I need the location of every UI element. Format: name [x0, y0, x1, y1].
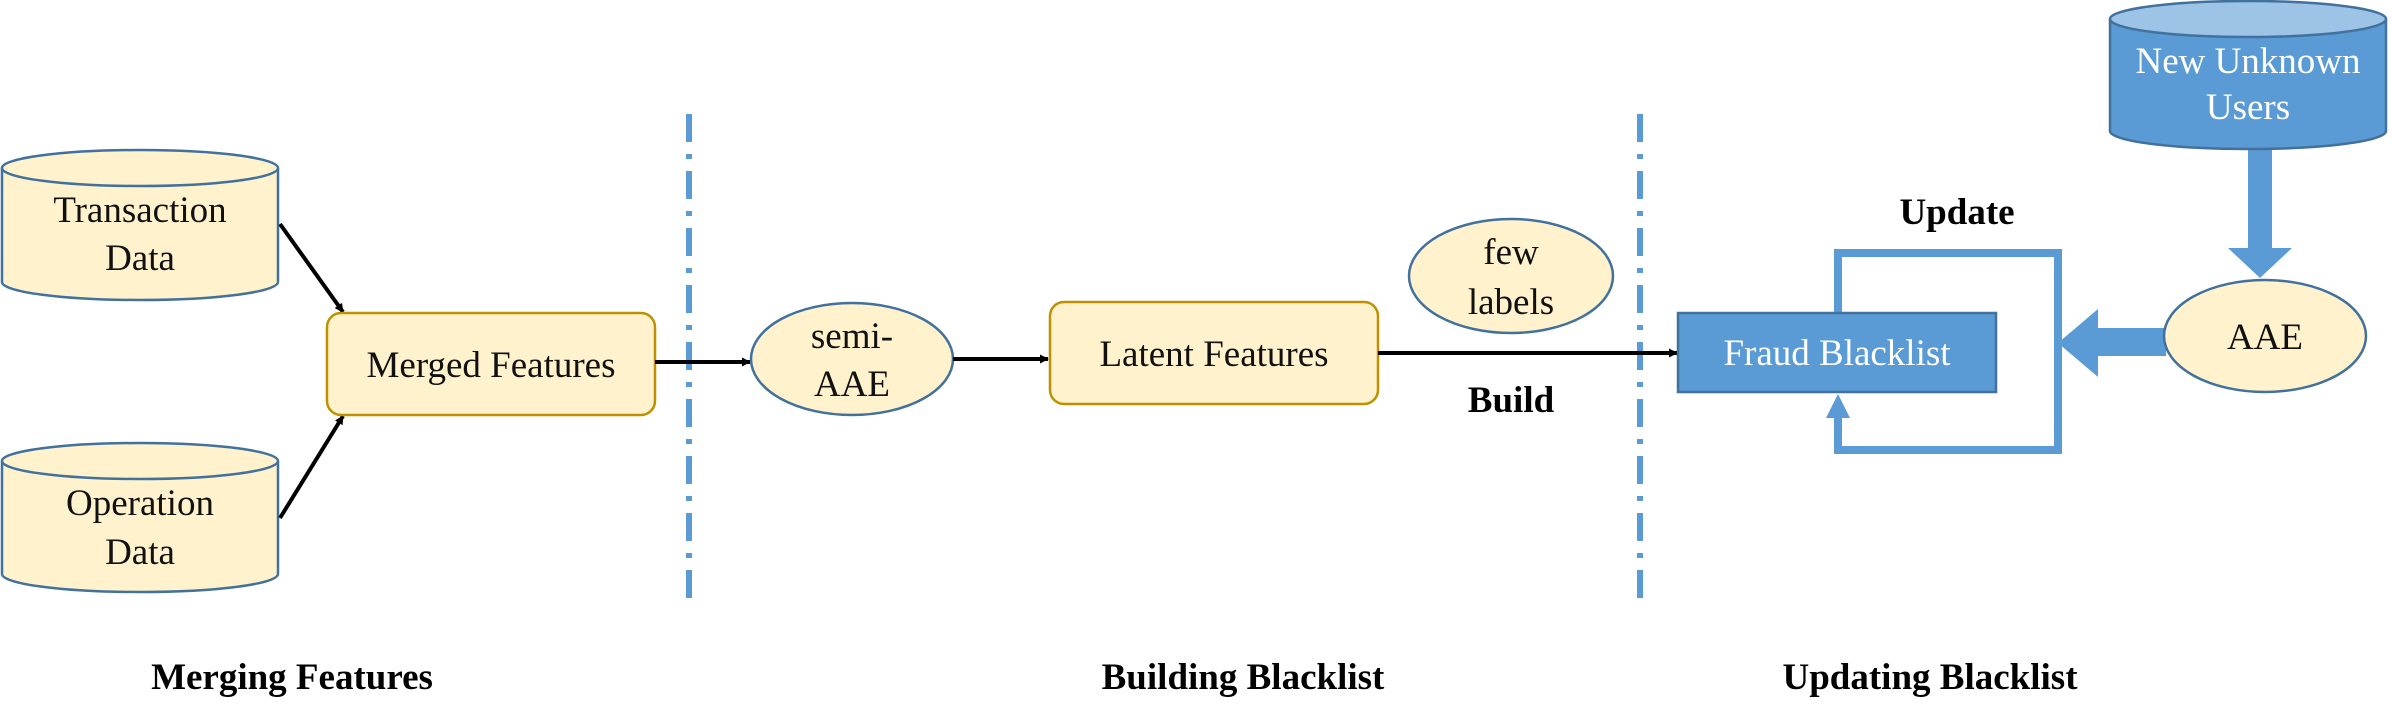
latent-features-label: Latent Features — [1099, 334, 1328, 375]
new-users-line2: Users — [2206, 87, 2290, 128]
transaction-data-db: Transaction Data — [0, 148, 280, 302]
arrow-transaction-to-merged — [278, 222, 345, 314]
fraud-blacklist-label: Fraud Blacklist — [1723, 333, 1951, 374]
operation-data-line1: Operation — [66, 483, 214, 524]
arrow-operation-to-merged — [278, 414, 345, 520]
merged-features-box: Merged Features — [325, 311, 657, 417]
semi-aae-line2: AAE — [814, 364, 890, 405]
new-unknown-users-db: New Unknown Users — [2108, 0, 2388, 151]
build-label: Build — [1468, 380, 1555, 421]
new-users-line1: New Unknown — [2135, 41, 2360, 82]
aae-node: AAE — [2162, 278, 2368, 394]
few-labels-line2: labels — [1468, 282, 1554, 323]
few-labels-line1: few — [1483, 232, 1539, 273]
section-merging-features: Merging Features — [151, 657, 433, 698]
transaction-data-line2: Data — [105, 238, 175, 279]
few-labels-node: few labels — [1407, 217, 1615, 335]
operation-data-line2: Data — [105, 532, 175, 573]
update-loop — [1826, 249, 2062, 454]
semi-aae-node: semi- AAE — [749, 301, 955, 417]
arrow-new-users-to-aae — [2228, 150, 2292, 278]
update-label: Update — [1899, 192, 2014, 233]
transaction-data-line1: Transaction — [53, 190, 226, 231]
section-updating-blacklist: Updating Blacklist — [1782, 657, 2078, 698]
arrow-aae-to-blacklist — [2058, 309, 2166, 377]
semi-aae-line1: semi- — [811, 316, 893, 357]
aae-label: AAE — [2227, 317, 2303, 358]
merged-features-label: Merged Features — [367, 345, 616, 386]
latent-features-box: Latent Features — [1048, 300, 1380, 406]
operation-data-db: Operation Data — [0, 441, 280, 594]
section-building-blacklist: Building Blacklist — [1102, 657, 1385, 698]
fraud-blacklist-box: Fraud Blacklist — [1676, 311, 1998, 394]
